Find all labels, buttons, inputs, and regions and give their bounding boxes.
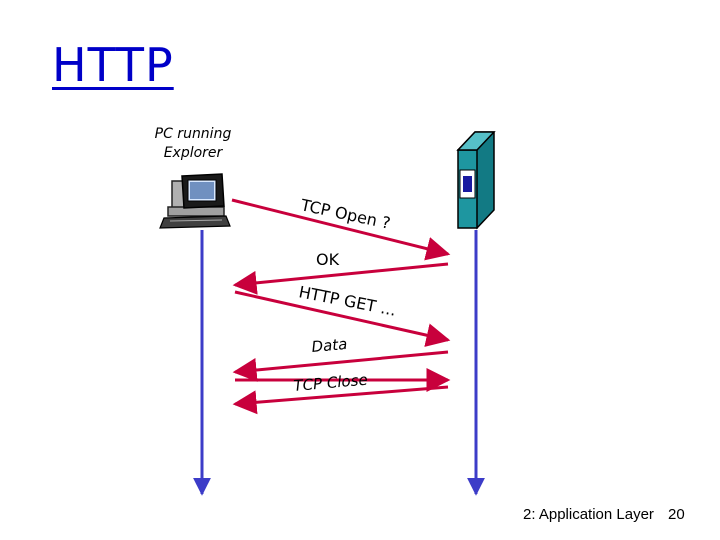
slide-title: HTTP — [52, 38, 174, 92]
message-label-http-get: HTTP GET ... — [297, 282, 397, 319]
message-label-data: Data — [311, 335, 348, 356]
message-label-ok: OK — [316, 250, 340, 269]
client-label: PC running Explorer — [148, 125, 238, 163]
page-number: 20 — [668, 506, 685, 523]
client-label-line1: PC running — [154, 126, 232, 142]
pc-computer-icon — [159, 173, 231, 229]
client-label-line2: Explorer — [163, 145, 223, 161]
message-arrow-tcp-open — [231, 198, 451, 261]
server-icon — [456, 131, 496, 230]
footer-section: 2: Application Layer — [523, 506, 654, 523]
message-arrow-data — [232, 350, 449, 382]
message-arrow-http-get — [234, 290, 451, 347]
message-arrow-ok — [232, 262, 449, 295]
message-label-tcp-close: TCP Close — [293, 371, 369, 395]
message-arrow-close-ack — [232, 385, 449, 415]
